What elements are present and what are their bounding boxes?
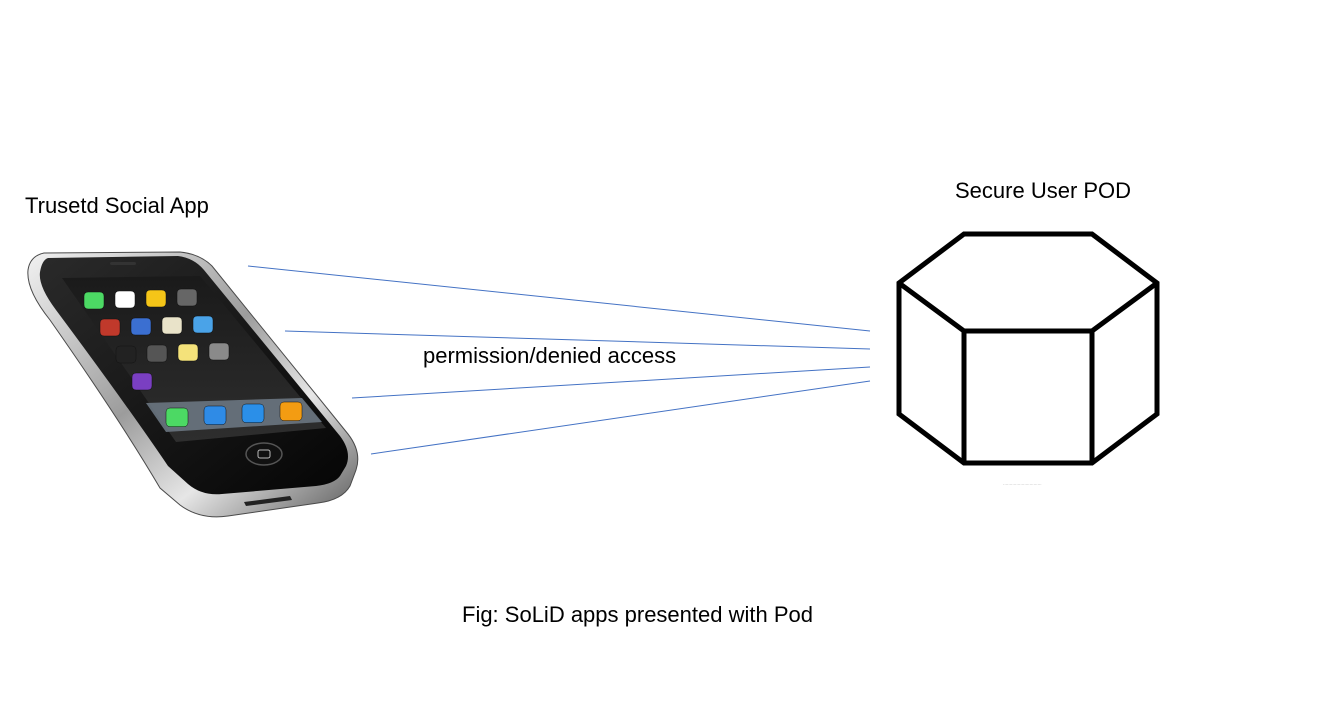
calculator-app-icon: [146, 344, 168, 363]
connector-line: [370, 380, 871, 455]
connector-line: [351, 366, 871, 399]
mail-app-icon: [203, 405, 227, 425]
figure-caption: Fig: SoLiD apps presented with Pod: [462, 602, 813, 627]
smartphone-icon: [27, 251, 359, 518]
sms-app-icon: [83, 291, 105, 310]
camera-app-icon: [176, 288, 198, 307]
app-icon-grid: [83, 288, 230, 391]
settings-app-icon: [208, 342, 230, 361]
dock-icons: [165, 401, 303, 427]
ipod-app-icon: [279, 401, 303, 421]
safari-app-icon: [241, 403, 265, 423]
hexagonal-prism-icon: [896, 231, 1160, 466]
photos-app-icon: [145, 289, 167, 308]
dock-connector: [244, 496, 292, 506]
calendar-app-icon: [114, 290, 136, 309]
itunes-app-icon: [131, 372, 153, 391]
home-button-square: [257, 449, 271, 459]
connection-label: permission/denied access: [423, 343, 677, 368]
home-button: [245, 442, 283, 466]
pod-outline: [896, 231, 1160, 466]
stocks-app-icon: [130, 317, 152, 336]
phone-dock: [146, 398, 322, 432]
phone-app-icon: [165, 407, 189, 427]
connector-line: [247, 265, 871, 332]
maps-app-icon: [161, 316, 183, 335]
weather-app-icon: [192, 315, 214, 334]
clock-app-icon: [115, 345, 137, 364]
connector-line: [284, 330, 871, 350]
app-label: Trusetd Social App: [25, 193, 209, 218]
notes-app-icon: [177, 343, 199, 362]
speaker-slot: [110, 262, 136, 265]
pod-top-edge: [897, 280, 1159, 334]
pod-label: Secure User POD: [955, 178, 1132, 203]
watermark: ·····························: [1003, 482, 1042, 487]
youtube-app-icon: [99, 318, 121, 337]
connector-lines: [247, 265, 871, 455]
